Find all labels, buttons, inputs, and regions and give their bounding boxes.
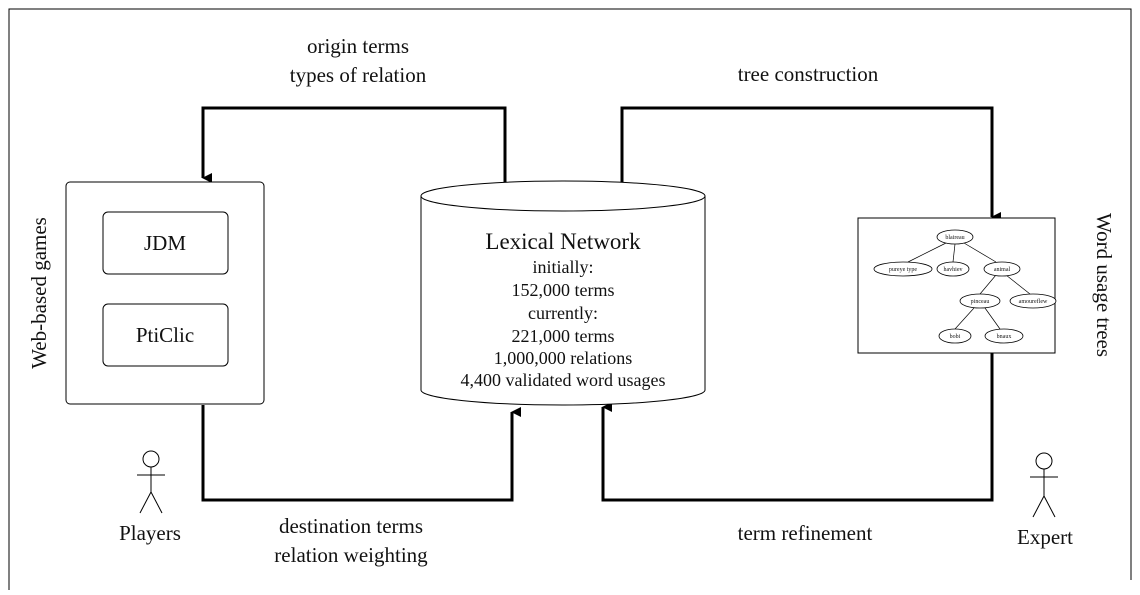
tree-node-l1-b: havhiev xyxy=(944,267,963,273)
tree-node-root: blaireau xyxy=(945,235,964,241)
game-jdm-box[interactable] xyxy=(102,211,229,275)
edge-label-types-of-relation: types of relation xyxy=(290,63,427,87)
usage-tree xyxy=(907,242,1031,330)
edge-tree-construction xyxy=(620,106,1001,222)
network-line-initially: initially: xyxy=(533,257,594,277)
edge-origin-terms xyxy=(201,106,507,183)
network-title: Lexical Network xyxy=(485,229,641,254)
tree-node-l3-b: bnaux xyxy=(997,334,1012,340)
edge-label-relation-weighting: relation weighting xyxy=(274,543,428,567)
edge-label-tree-construction: tree construction xyxy=(738,62,879,86)
network-line-currently: currently: xyxy=(528,303,598,323)
game-jdm-label: JDM xyxy=(144,231,186,255)
outer-frame xyxy=(8,8,1132,590)
edge-destination-terms xyxy=(201,405,521,502)
edge-label-destination-terms: destination terms xyxy=(279,514,423,538)
players-label: Players xyxy=(119,521,181,545)
tree-node-l1-a: pureye type xyxy=(889,267,917,273)
usage-tree-nodes xyxy=(873,229,1057,344)
lexical-network-cylinder xyxy=(420,180,706,406)
edge-term-refinement xyxy=(601,353,994,502)
game-pticlic-box[interactable] xyxy=(102,303,229,367)
network-line-initial-terms: 152,000 terms xyxy=(512,280,615,300)
network-line-relations: 1,000,000 relations xyxy=(494,348,632,368)
players-stick-figure-icon xyxy=(137,450,165,514)
edge-label-term-refinement: term refinement xyxy=(738,521,873,545)
network-line-current-terms: 221,000 terms xyxy=(512,326,615,346)
game-pticlic-label: PtiClic xyxy=(136,323,194,347)
network-line-word-usages: 4,400 validated word usages xyxy=(461,370,666,390)
tree-node-l1-c: animal xyxy=(994,267,1011,273)
edge-label-origin-terms: origin terms xyxy=(307,34,409,58)
tree-node-l3-a: bobi xyxy=(950,334,961,340)
tree-node-l2-b: amoureflew xyxy=(1019,298,1048,305)
trees-box-title: Word usage trees xyxy=(1092,213,1116,357)
games-box-title: Web-based games xyxy=(27,217,51,369)
expert-stick-figure-icon xyxy=(1030,452,1058,518)
expert-label: Expert xyxy=(1017,525,1073,549)
tree-node-l2-a: pinceau xyxy=(971,299,990,305)
